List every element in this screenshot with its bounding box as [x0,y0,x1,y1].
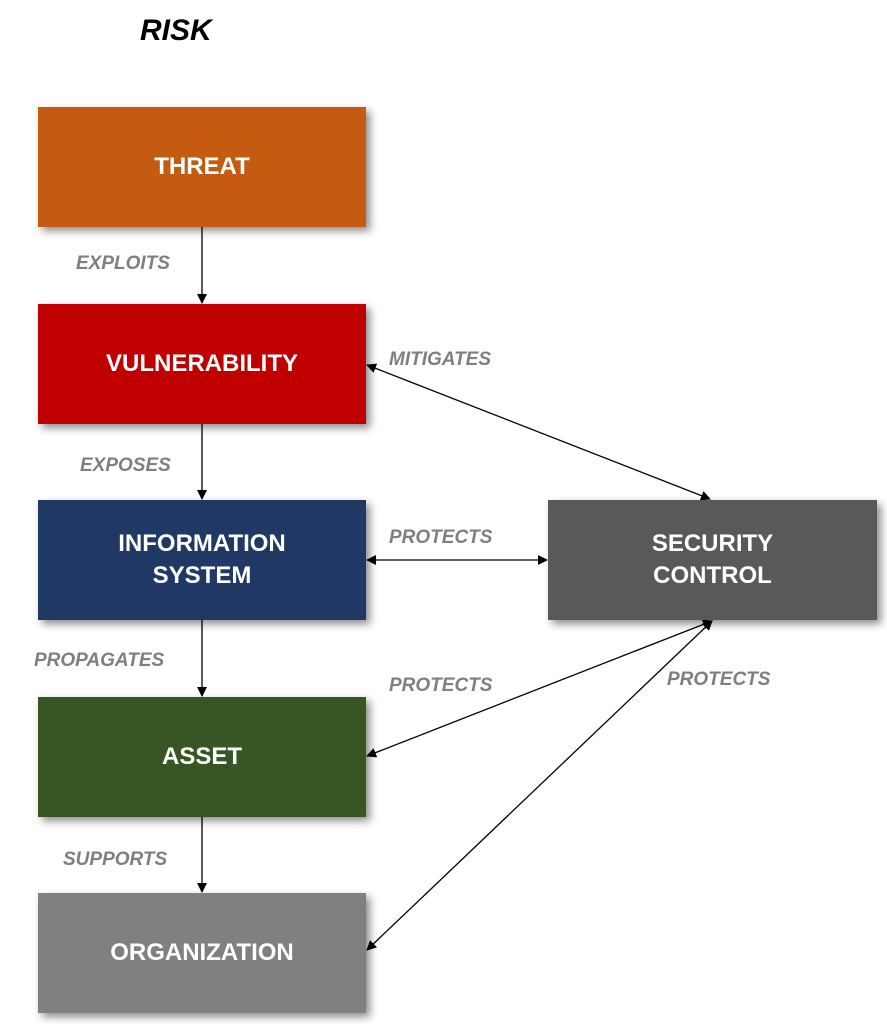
label-protects-organization: PROTECTS [667,669,771,690]
label-protects-asset: PROTECTS [389,675,493,696]
node-threat: THREAT [38,107,366,227]
label-supports: SUPPORTS [63,849,168,870]
label-exploits: EXPLOITS [76,253,170,274]
label-protects-system: PROTECTS [389,527,493,548]
node-vulnerability: VULNERABILITY [38,304,366,424]
diagram-title: RISK [140,14,212,47]
label-mitigates: MITIGATES [389,349,492,370]
node-asset: ASSET [38,697,366,817]
node-security-control: SECURITY CONTROL [548,500,877,620]
node-information-system: INFORMATION SYSTEM [38,500,366,620]
label-propagates: PROPAGATES [34,650,165,671]
node-organization: ORGANIZATION [38,893,366,1013]
arrow-protects-organization [366,620,713,951]
label-exposes: EXPOSES [80,455,171,476]
arrow-mitigates [366,363,711,501]
